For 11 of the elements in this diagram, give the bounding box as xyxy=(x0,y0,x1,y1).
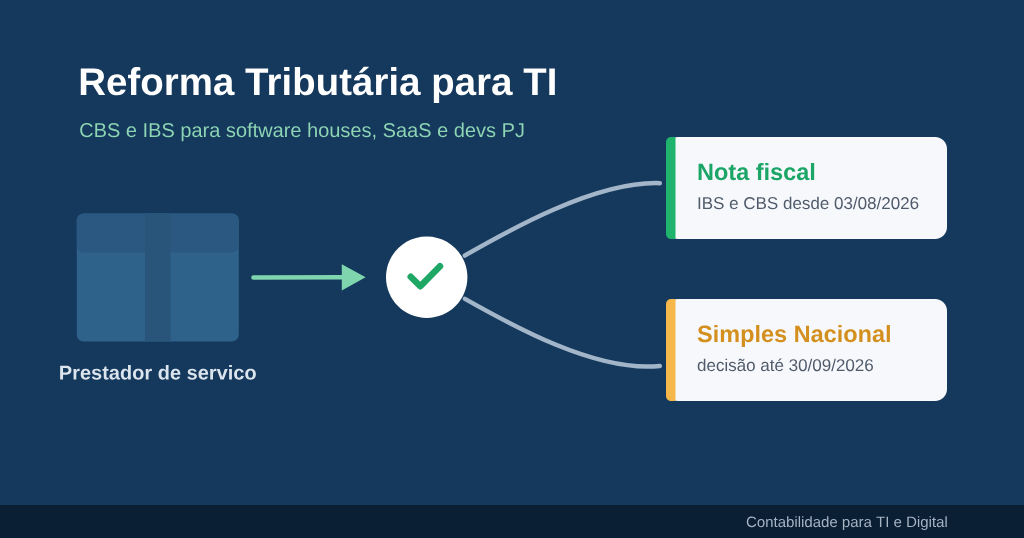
node-label: Prestador de servico xyxy=(60,365,256,380)
card-text: decisão até 30/09/2026 xyxy=(697,358,873,372)
title: Reforma Tributária para TI xyxy=(80,66,555,103)
card-title: Nota fiscal xyxy=(698,163,815,181)
package-icon xyxy=(76,213,239,342)
card-text: IBS e CBS desde 03/08/2026 xyxy=(698,196,919,210)
connector-line xyxy=(462,296,663,369)
connector-line xyxy=(462,180,663,258)
footer-text: Contabilidade para TI e Digital xyxy=(746,516,947,531)
card-title: Simples Nacional xyxy=(697,325,890,347)
subtitle: CBS e IBS para software houses, SaaS e devs PJ xyxy=(80,122,524,142)
